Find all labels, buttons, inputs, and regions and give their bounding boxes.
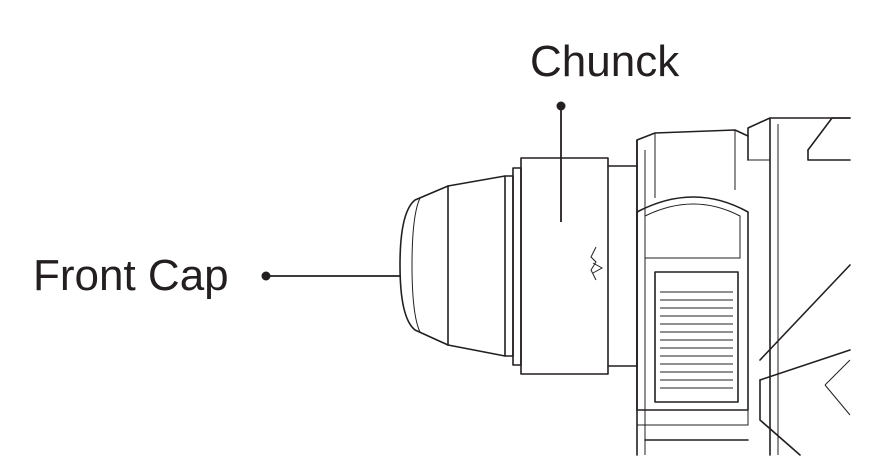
front-cap-part <box>399 175 506 357</box>
switch-ribs <box>660 291 733 389</box>
front-cap-leader <box>261 271 400 281</box>
chunck-leader <box>556 101 566 222</box>
chuck-sleeve-part <box>520 157 609 375</box>
chunck-leader-dot <box>556 101 566 111</box>
front-cap-leader-dot <box>261 271 271 281</box>
mode-switch-part <box>636 196 749 426</box>
lower-housing-part <box>644 264 851 456</box>
chunck-label: Chunck <box>530 37 680 86</box>
neck-part <box>607 165 638 367</box>
housing-part <box>636 117 851 456</box>
collar-rings <box>504 167 522 366</box>
front-cap-label: Front Cap <box>33 251 229 300</box>
